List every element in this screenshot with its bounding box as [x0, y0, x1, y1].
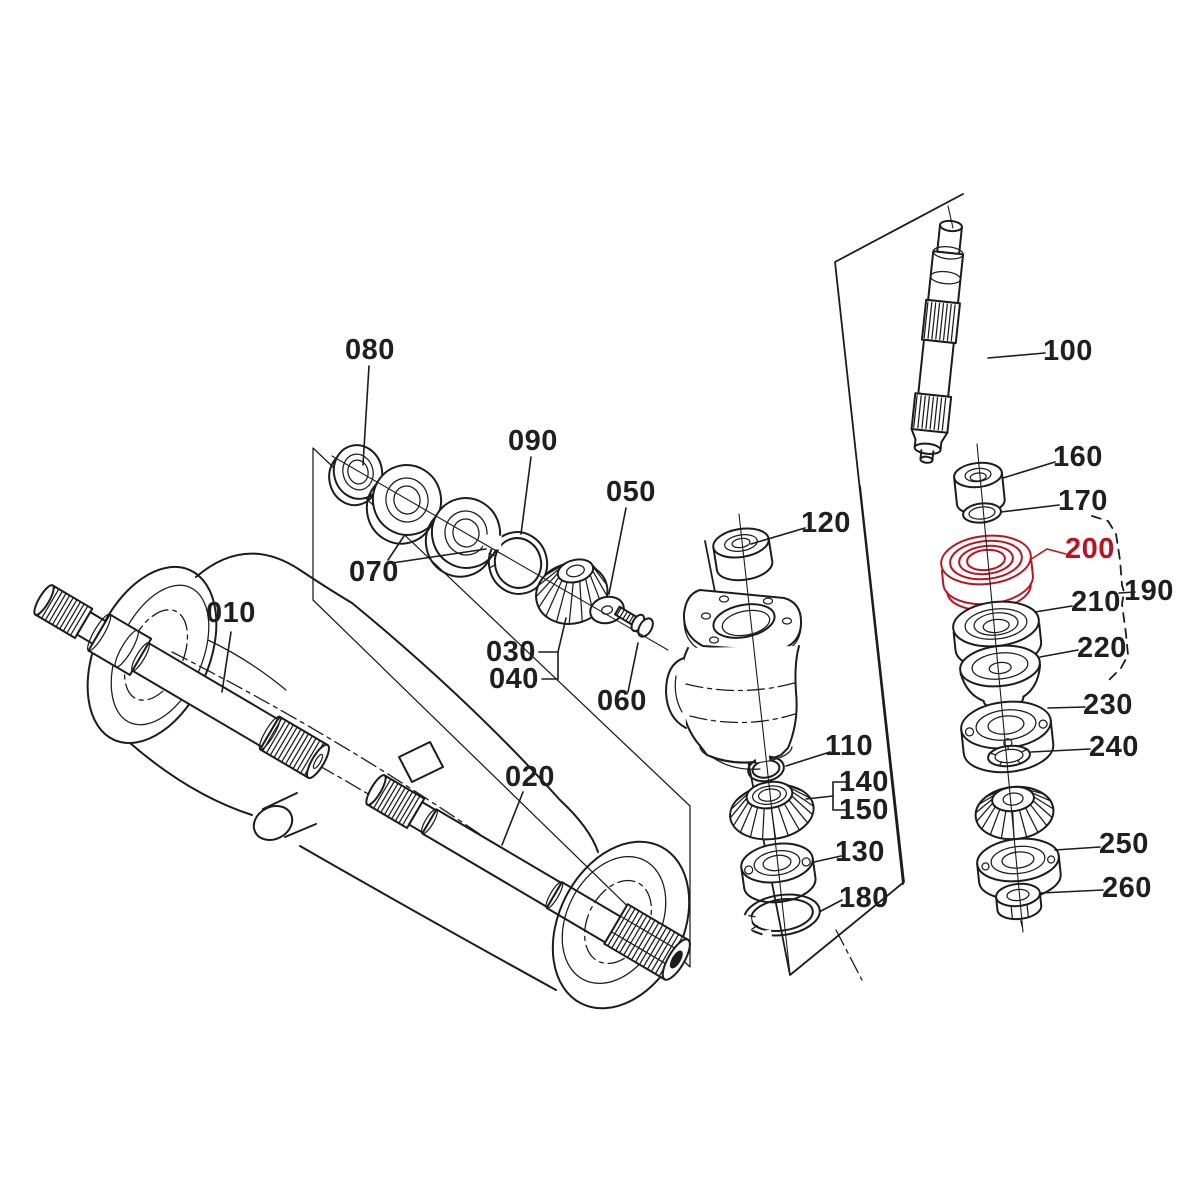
- leader-020: [501, 791, 524, 846]
- leader-120: [750, 527, 806, 545]
- part-070-bearing-1: [365, 464, 443, 545]
- leader-110: [785, 751, 831, 767]
- leader-030-040: [557, 617, 567, 653]
- part-210-seal: [952, 600, 1043, 670]
- leader-260: [1040, 889, 1104, 894]
- leader-220: [1039, 649, 1079, 658]
- part-label-150: 150: [839, 794, 889, 826]
- leader-250: [1054, 846, 1101, 851]
- part-label-250: 250: [1099, 828, 1149, 860]
- leader-090: [520, 456, 532, 535]
- leader-080: [362, 365, 370, 466]
- part-170-ring: [962, 502, 1002, 524]
- leader-010: [221, 631, 232, 693]
- part-060-bolt: [613, 605, 654, 638]
- part-label-080: 080: [345, 334, 395, 366]
- brace-190: [1091, 515, 1129, 682]
- part-label-180: 180: [839, 882, 889, 914]
- part-label-260: 260: [1102, 872, 1152, 904]
- part-220-cover: [959, 644, 1042, 710]
- part-hub-splined-stub: [603, 903, 691, 981]
- part-label-220: 220: [1077, 632, 1127, 664]
- part-bevel-gear-case: [665, 589, 803, 770]
- part-label-130: 130: [835, 836, 885, 868]
- part-090-snap-ring: [482, 531, 549, 595]
- axis-lines: [331, 205, 1024, 975]
- leader-050: [608, 507, 627, 595]
- part-label-010: 010: [206, 597, 256, 629]
- part-260-nut: [995, 882, 1043, 928]
- part-label-110: 110: [825, 730, 873, 762]
- leader-230: [1047, 706, 1086, 709]
- left-panel-outline: [312, 447, 691, 968]
- part-010-axle-shaft: [33, 584, 330, 780]
- part-label-120: 120: [801, 507, 851, 539]
- part-180-snap-ring: [737, 893, 821, 940]
- leader-130: [813, 855, 842, 863]
- leader-160: [1002, 461, 1056, 479]
- part-label-210: 210: [1071, 586, 1121, 618]
- part-label-190: 190: [1124, 575, 1174, 607]
- leader-060: [627, 642, 639, 693]
- part-label-070: 070: [349, 556, 399, 588]
- part-axle-housing: [86, 552, 599, 991]
- part-label-200: 200: [1065, 533, 1115, 565]
- leader-170: [1000, 504, 1060, 513]
- leader-240: [1030, 748, 1091, 753]
- part-label-040: 040: [489, 663, 539, 695]
- part-240-lock-washer: [987, 744, 1031, 768]
- leader-200: [1029, 548, 1067, 561]
- part-200-seal-highlighted: [940, 534, 1034, 612]
- part-label-060: 060: [597, 685, 647, 717]
- bracket-030-040: [538, 651, 559, 680]
- part-080-oil-seal: [328, 444, 384, 507]
- part-020-axle-shaft: [365, 774, 622, 944]
- leader-180: [820, 899, 843, 912]
- leader-140-150: [805, 795, 834, 800]
- part-230-bearing: [960, 700, 1055, 774]
- leader-210: [1034, 605, 1073, 613]
- leader-070: [387, 535, 405, 561]
- tick-190: [1118, 591, 1136, 594]
- part-100-bevel-pinion-shaft: [910, 219, 965, 464]
- part-label-240: 240: [1089, 731, 1139, 763]
- part-label-100: 100: [1043, 335, 1093, 367]
- part-label-160: 160: [1053, 441, 1103, 473]
- part-label-020: 020: [505, 761, 555, 793]
- part-label-050: 050: [606, 476, 656, 508]
- part-label-140: 140: [839, 766, 889, 798]
- part-label-030: 030: [486, 636, 536, 668]
- section-line: [835, 929, 863, 981]
- leader-070-b: [391, 548, 487, 564]
- part-label-170: 170: [1058, 485, 1108, 517]
- leader-100: [987, 352, 1046, 359]
- part-label-230: 230: [1083, 689, 1133, 721]
- right-panel-outline: [834, 193, 964, 885]
- part-label-090: 090: [508, 425, 558, 457]
